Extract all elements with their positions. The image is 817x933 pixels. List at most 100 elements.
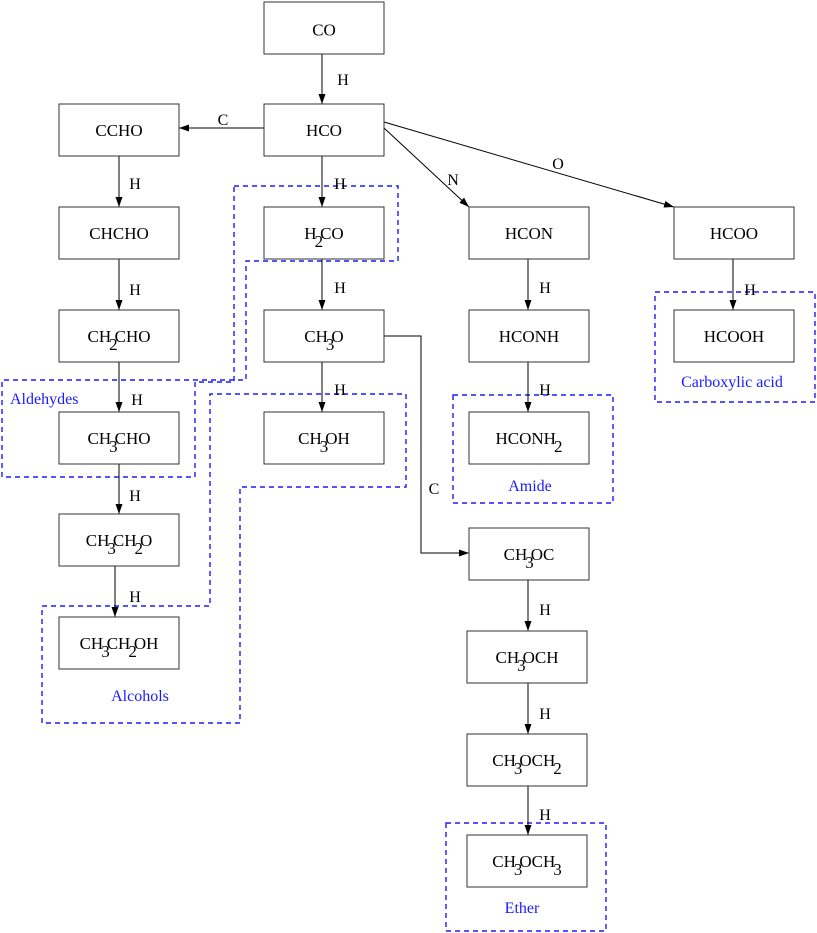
species-formula-ch2cho: CH2CHO bbox=[87, 327, 150, 354]
edge-label-hco-to-hcon: N bbox=[447, 172, 459, 189]
species-box-ch3och2 bbox=[466, 733, 588, 787]
species-node-ch3och2: CH3OCH2 bbox=[466, 733, 588, 787]
alcohols-group-label: Alcohols bbox=[111, 688, 169, 705]
formula-part: CH bbox=[87, 327, 111, 346]
species-box-ch2cho bbox=[58, 309, 180, 363]
species-node-hcooh: HCOOH bbox=[673, 309, 795, 363]
species-formula-ch3och3: CH3OCH3 bbox=[492, 852, 562, 879]
edge-label-ch3o-to-ch3oc: C bbox=[429, 481, 440, 498]
formula-part: CH bbox=[86, 531, 110, 550]
formula-part: CH bbox=[80, 634, 104, 653]
species-box-hco bbox=[263, 103, 385, 157]
formula-part: CHCHO bbox=[89, 224, 149, 243]
species-formula-ch3o: CH3O bbox=[304, 327, 343, 354]
species-box-co bbox=[263, 1, 385, 55]
edge-label-ch3o-to-ch3oh: H bbox=[334, 382, 346, 399]
species-formula-ch3ch2oh: CH3CH2OH bbox=[80, 634, 159, 661]
formula-part: CH bbox=[492, 751, 516, 770]
formula-part: HCO bbox=[306, 121, 342, 140]
formula-subscript: 3 bbox=[326, 335, 335, 354]
species-formula-hconh2: HCONH2 bbox=[496, 429, 563, 456]
formula-part: CO bbox=[312, 21, 336, 40]
formula-part: OCH bbox=[519, 751, 555, 770]
species-node-ch3ch2oh: CH3CH2OH bbox=[58, 616, 180, 670]
species-node-co: CO bbox=[263, 1, 385, 55]
species-formula-ch3cho: CH3CHO bbox=[87, 429, 150, 456]
carboxylic-acid-group-label: Carboxylic acid bbox=[681, 374, 783, 391]
species-node-ch3oh: CH3OH bbox=[263, 411, 385, 465]
amide-group-label: Amide bbox=[508, 478, 552, 495]
edge-label-co-to-hco: H bbox=[337, 72, 349, 89]
edge-label-ch3cho-to-ch3ch2o: H bbox=[129, 488, 141, 505]
aldehydes-group-outline bbox=[1, 185, 399, 478]
formula-part: OCH bbox=[519, 852, 555, 871]
formula-subscript: 3 bbox=[101, 642, 110, 661]
formula-subscript: 2 bbox=[128, 642, 137, 661]
formula-part: CCHO bbox=[95, 121, 142, 140]
edge-hco-to-hcoo bbox=[383, 121, 675, 208]
species-box-chcho bbox=[58, 206, 180, 260]
species-box-hcooh bbox=[673, 309, 795, 363]
edge-label-hcon-to-hconh: H bbox=[539, 280, 551, 297]
species-node-ch3och: CH3OCH bbox=[466, 630, 588, 684]
species-node-hconh: HCONH bbox=[468, 309, 590, 363]
species-box-ch3och bbox=[466, 630, 588, 684]
species-node-ch3ch2o: CH3CH2O bbox=[58, 513, 180, 567]
species-box-ch3ch2o bbox=[58, 513, 180, 567]
species-formula-ch3ch2o: CH3CH2O bbox=[86, 531, 153, 558]
species-node-hcoo: HCOO bbox=[673, 206, 795, 260]
species-box-hcoo bbox=[673, 206, 795, 260]
species-box-ccho bbox=[58, 103, 180, 157]
carboxylic-acid-group-outline bbox=[654, 291, 816, 403]
species-node-hconh2: HCONH2 bbox=[468, 411, 590, 465]
species-formula-chcho: CHCHO bbox=[89, 224, 149, 243]
formula-subscript: 3 bbox=[109, 437, 118, 456]
formula-part: HCON bbox=[505, 224, 553, 243]
edge-label-ch3och2-to-ch3och3: H bbox=[539, 807, 551, 824]
edge-label-ccho-to-chcho: H bbox=[129, 176, 141, 193]
species-node-ch3cho: CH3CHO bbox=[58, 411, 180, 465]
edge-label-hco-to-hcoo: O bbox=[552, 156, 564, 173]
formula-subscript: 2 bbox=[134, 539, 143, 558]
species-formula-ch3oh: CH3OH bbox=[298, 429, 350, 456]
species-box-hconh2 bbox=[468, 411, 590, 465]
edge-label-hconh-to-hconh2: H bbox=[539, 382, 551, 399]
edge-label-ch2cho-to-ch3cho: H bbox=[131, 392, 143, 409]
formula-subscript: 3 bbox=[517, 656, 526, 675]
species-box-ch3och3 bbox=[466, 834, 588, 888]
formula-subscript: 3 bbox=[525, 553, 534, 572]
formula-part: CH bbox=[298, 429, 322, 448]
formula-subscript: 2 bbox=[554, 437, 563, 456]
species-formula-ch3och: CH3OCH bbox=[495, 648, 558, 675]
edge-label-hcoo-to-hcooh: H bbox=[744, 282, 756, 299]
formula-subscript: 3 bbox=[514, 860, 523, 879]
formula-subscript: 3 bbox=[553, 860, 562, 879]
ether-group-outline bbox=[445, 822, 607, 932]
species-formula-hcon: HCON bbox=[505, 224, 553, 243]
species-formula-hcooh: HCOOH bbox=[704, 327, 764, 346]
formula-part: HCOOH bbox=[704, 327, 764, 346]
formula-part: CH bbox=[304, 327, 328, 346]
formula-part: CH bbox=[107, 634, 131, 653]
edge-label-chcho-to-ch2cho: H bbox=[129, 282, 141, 299]
formula-part: HCOO bbox=[710, 224, 758, 243]
edges-layer: H CH N O H H H H H H H CH H H H H H bbox=[111, 54, 756, 835]
edge-hco-to-hcon bbox=[383, 127, 470, 208]
amide-group-outline bbox=[452, 394, 614, 504]
formula-part: CO bbox=[320, 224, 344, 243]
formula-part: H bbox=[304, 224, 316, 243]
formula-part: CHO bbox=[115, 429, 151, 448]
species-node-ch3o: CH3O bbox=[263, 309, 385, 363]
formula-subscript: 3 bbox=[320, 437, 329, 456]
species-box-ch3cho bbox=[58, 411, 180, 465]
edge-label-h2co-to-ch3o: H bbox=[334, 280, 346, 297]
species-formula-h2co: H2CO bbox=[304, 224, 343, 251]
formula-subscript: 2 bbox=[315, 232, 324, 251]
edge-label-ch3ch2o-to-ch3ch2oh: H bbox=[129, 589, 141, 606]
species-box-ch3oh bbox=[263, 411, 385, 465]
species-node-ccho: CCHO bbox=[58, 103, 180, 157]
species-box-ch3ch2oh bbox=[58, 616, 180, 670]
species-formula-ccho: CCHO bbox=[95, 121, 142, 140]
species-formula-ch3oc: CH3OC bbox=[504, 545, 555, 572]
